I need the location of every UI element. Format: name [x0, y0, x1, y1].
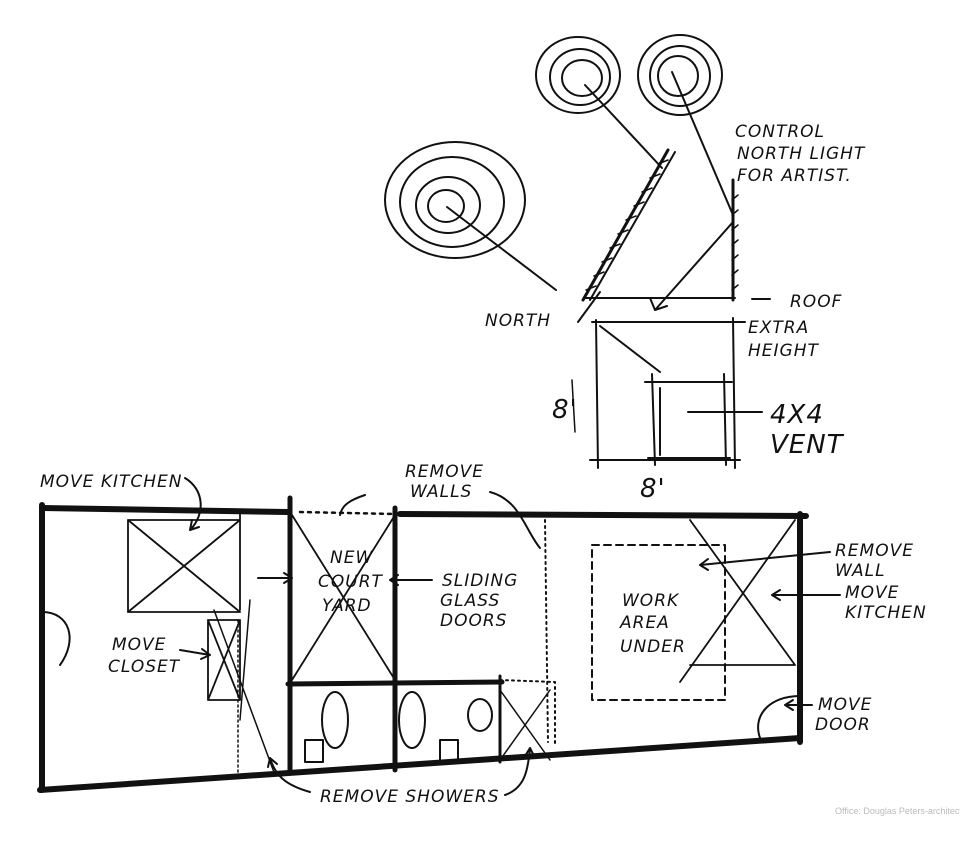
sliding-doors-line-1: SLIDING [442, 571, 518, 591]
floor-plan [37, 495, 809, 793]
court-yard-line-3: YARD [322, 596, 372, 616]
sun-middle-icon [535, 36, 621, 114]
vent-line-1: 4X4 [770, 400, 824, 430]
roof-section [571, 148, 771, 469]
remove-walls-line-1: REMOVE [405, 462, 484, 482]
move-closet-line-2: CLOSET [108, 657, 181, 677]
move-door-line-2: DOOR [815, 715, 871, 735]
move-kitchen-left-label: MOVE KITCHEN [40, 472, 182, 492]
move-door-line-1: MOVE [818, 695, 872, 715]
dimension-height: 8' [552, 395, 578, 425]
work-area-line-1: WORK [622, 591, 680, 611]
dimension-width: 8' [640, 474, 666, 504]
sliding-doors-line-2: GLASS [440, 591, 500, 611]
note-line-1: CONTROL [735, 122, 825, 142]
sun-rays [446, 71, 734, 311]
remove-wall-line-1: REMOVE [835, 541, 914, 561]
vent-line-2: VENT [770, 430, 845, 460]
court-yard-line-2: COURT [318, 572, 384, 592]
note-line-3: FOR ARTIST. [737, 166, 852, 186]
north-label: NORTH [485, 311, 551, 331]
court-yard-line-1: NEW [330, 548, 373, 568]
move-closet-line-1: MOVE [112, 635, 166, 655]
leader-arrows [39, 477, 841, 796]
extra-height-line-2: HEIGHT [748, 341, 819, 361]
remove-walls-line-2: WALLS [410, 482, 472, 502]
credit-text: Office: Douglas Peters-architect [835, 806, 960, 816]
move-kitchen-right-line-1: MOVE [845, 583, 899, 603]
remove-wall-line-2: WALL [835, 561, 886, 581]
sun-left-icon [384, 141, 526, 259]
move-kitchen-right-line-2: KITCHEN [845, 603, 927, 623]
remove-showers-label: REMOVE SHOWERS [320, 787, 499, 807]
work-area-line-2: AREA [619, 613, 670, 633]
work-area-line-3: UNDER [620, 637, 686, 657]
sliding-doors-line-3: DOORS [440, 611, 507, 631]
note-line-2: NORTH LIGHT [737, 144, 866, 164]
extra-height-line-1: EXTRA [748, 318, 809, 338]
sun-right-icon [637, 34, 723, 116]
roof-label: ROOF [790, 292, 842, 312]
